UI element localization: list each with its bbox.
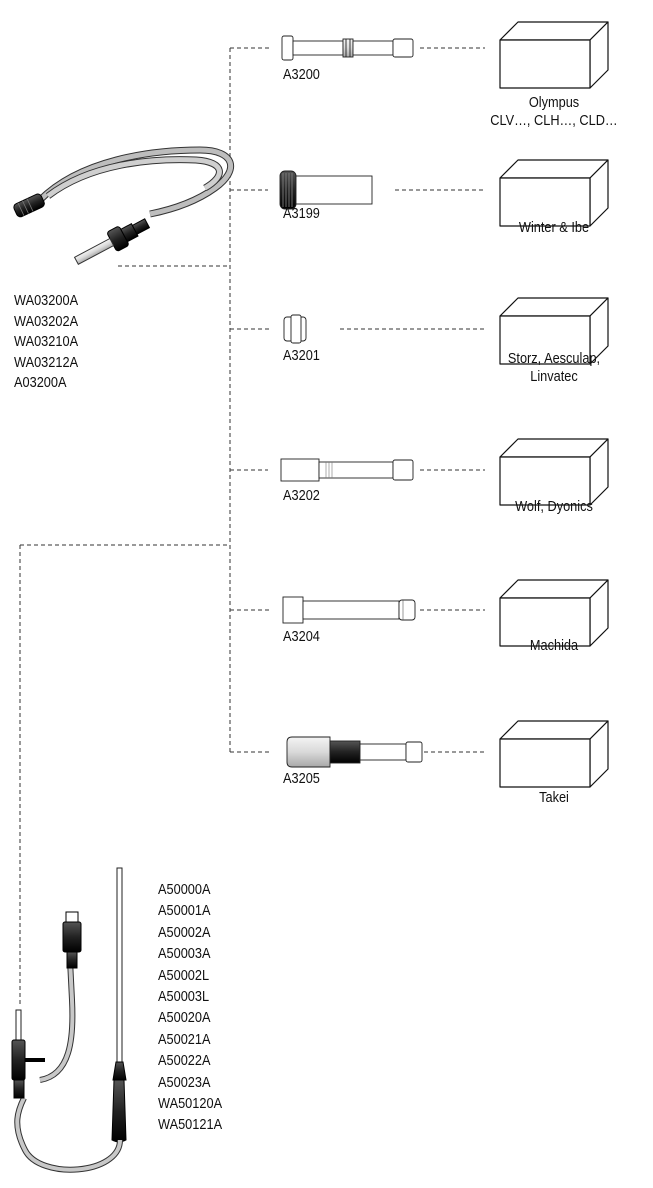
fiber-optic-cable-top-illustration bbox=[13, 146, 235, 266]
brand-label-takei: Takei bbox=[475, 789, 633, 807]
part-number: A50023A bbox=[158, 1074, 211, 1091]
adapter-label-a3205: A3205 bbox=[283, 771, 320, 787]
brand-label-storz: Storz, Aesculap, Linvatec bbox=[475, 350, 633, 386]
cable-bottom-part-list: A50000A A50001A A50002A A50003A A50002L … bbox=[158, 880, 222, 1137]
light-source-boxes bbox=[499, 21, 609, 788]
light-source-box-machida bbox=[499, 579, 609, 647]
connection-lines bbox=[19, 47, 485, 1005]
adapter-label-a3199: A3199 bbox=[283, 206, 320, 222]
part-number: WA50121A bbox=[158, 1117, 223, 1134]
light-source-box-wolf bbox=[499, 438, 609, 506]
brand-line: Storz, Aesculap, bbox=[507, 351, 601, 367]
part-number: WA03202A bbox=[14, 313, 79, 330]
part-number: A50002L bbox=[158, 967, 210, 984]
light-source-box-winter-ibe bbox=[499, 159, 609, 227]
brand-line: Olympus bbox=[528, 95, 580, 111]
adapter-a3205 bbox=[286, 736, 423, 768]
part-number: A50000A bbox=[158, 882, 211, 898]
adapter-label-a3204: A3204 bbox=[283, 629, 320, 645]
adapter-a3202 bbox=[280, 458, 414, 482]
brand-line: Machida bbox=[529, 638, 579, 654]
fiber-optic-cable-bottom-illustration bbox=[11, 867, 127, 1173]
brand-line: CLV…, CLH…, CLD… bbox=[490, 113, 618, 129]
light-source-box-takei bbox=[499, 720, 609, 788]
part-number: A50003L bbox=[158, 989, 210, 1006]
brand-line: Linvatec bbox=[530, 369, 578, 385]
adapter-label-a3202: A3202 bbox=[283, 488, 320, 504]
part-number: A03200A bbox=[14, 375, 67, 392]
brand-line: Wolf, Dyonics bbox=[515, 499, 593, 515]
part-number: A50002A bbox=[158, 924, 211, 941]
brand-line: Winter & Ibe bbox=[518, 220, 590, 236]
part-number: A50020A bbox=[158, 1010, 211, 1027]
adapter-label-a3201: A3201 bbox=[283, 348, 320, 364]
adapter-a3199 bbox=[279, 170, 373, 210]
brand-label-olympus: Olympus CLV…, CLH…, CLD… bbox=[475, 94, 633, 130]
part-number: WA03212A bbox=[14, 354, 79, 371]
brand-line: Takei bbox=[539, 790, 569, 806]
part-number: WA03210A bbox=[14, 334, 79, 351]
part-number: WA03200A bbox=[14, 293, 79, 309]
brand-label-winter-ibe: Winter & Ibe bbox=[475, 219, 633, 237]
brand-label-machida: Machida bbox=[475, 637, 633, 655]
part-number: A50001A bbox=[158, 903, 211, 920]
brand-label-wolf: Wolf, Dyonics bbox=[475, 498, 633, 516]
cable-top-part-list: WA03200A WA03202A WA03210A WA03212A A032… bbox=[14, 291, 78, 394]
bottom-cable-link bbox=[19, 544, 230, 1005]
adapter-label-a3200: A3200 bbox=[283, 67, 320, 83]
part-number: A50003A bbox=[158, 946, 211, 963]
light-source-box-olympus bbox=[499, 21, 609, 89]
part-number: A50022A bbox=[158, 1053, 211, 1070]
adapter-a3200 bbox=[281, 35, 414, 61]
light-source-box-storz bbox=[499, 297, 609, 365]
part-number: WA50120A bbox=[158, 1096, 223, 1113]
adapter-a3201 bbox=[283, 314, 307, 344]
part-number: A50021A bbox=[158, 1031, 211, 1048]
adapter-a3204 bbox=[282, 596, 416, 624]
